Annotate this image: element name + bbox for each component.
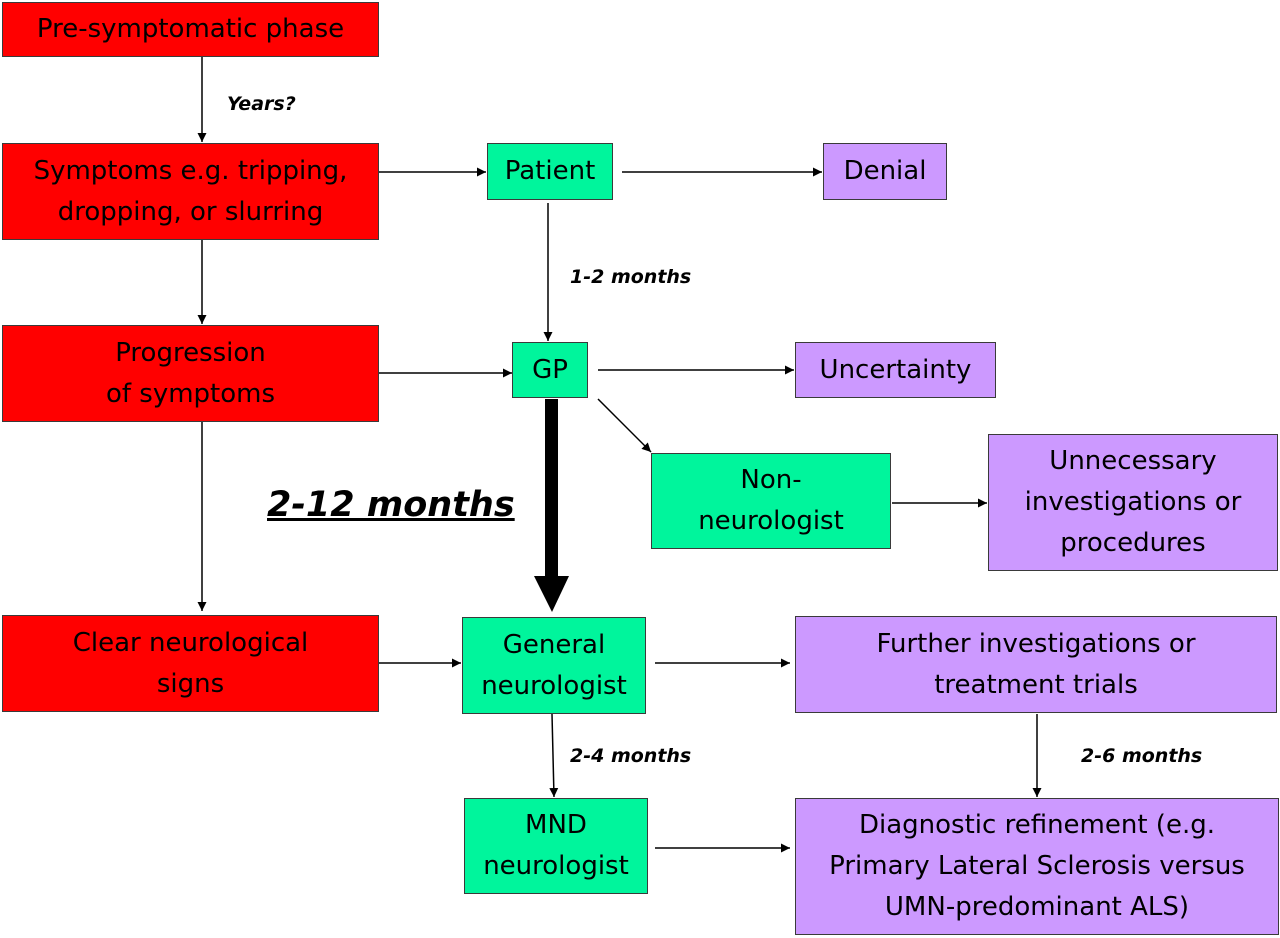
- arrow-general-neurologist-to-mnd: [549, 713, 559, 798]
- symptoms-box: Symptoms e.g. tripping, dropping, or slu…: [2, 143, 379, 240]
- diagnostic-refinement-box: Diagnostic refinement (e.g. Primary Late…: [795, 798, 1279, 935]
- thick-arrow-gp-to-general-neurologist: [534, 399, 569, 612]
- presymptomatic-phase-box: Pre-symptomatic phase: [2, 2, 379, 57]
- general-neurologist-box: General neurologist: [462, 617, 646, 714]
- gp-box: GP: [512, 342, 588, 398]
- patient-box: Patient: [487, 143, 613, 200]
- label-2-4-months: 2-4 months: [570, 745, 692, 767]
- progression-of-symptoms-box: Progression of symptoms: [2, 325, 379, 422]
- label-2-6-months: 2-6 months: [1081, 745, 1203, 767]
- non-neurologist-box: Non- neurologist: [651, 453, 891, 549]
- clear-neurological-signs-box: Clear neurological signs: [2, 615, 379, 712]
- label-2-12-months: 2-12 months: [267, 485, 515, 525]
- further-investigations-box: Further investigations or treatment tria…: [795, 616, 1277, 713]
- label-1-2-months: 1-2 months: [570, 266, 692, 288]
- unnecessary-investigations-box: Unnecessary investigations or procedures: [988, 434, 1278, 571]
- denial-box: Denial: [823, 143, 947, 200]
- mnd-neurologist-box: MND neurologist: [464, 798, 648, 894]
- label-years: Years?: [227, 93, 296, 115]
- arrow-gp-to-non-neurologist: [597, 398, 652, 453]
- uncertainty-box: Uncertainty: [795, 342, 996, 398]
